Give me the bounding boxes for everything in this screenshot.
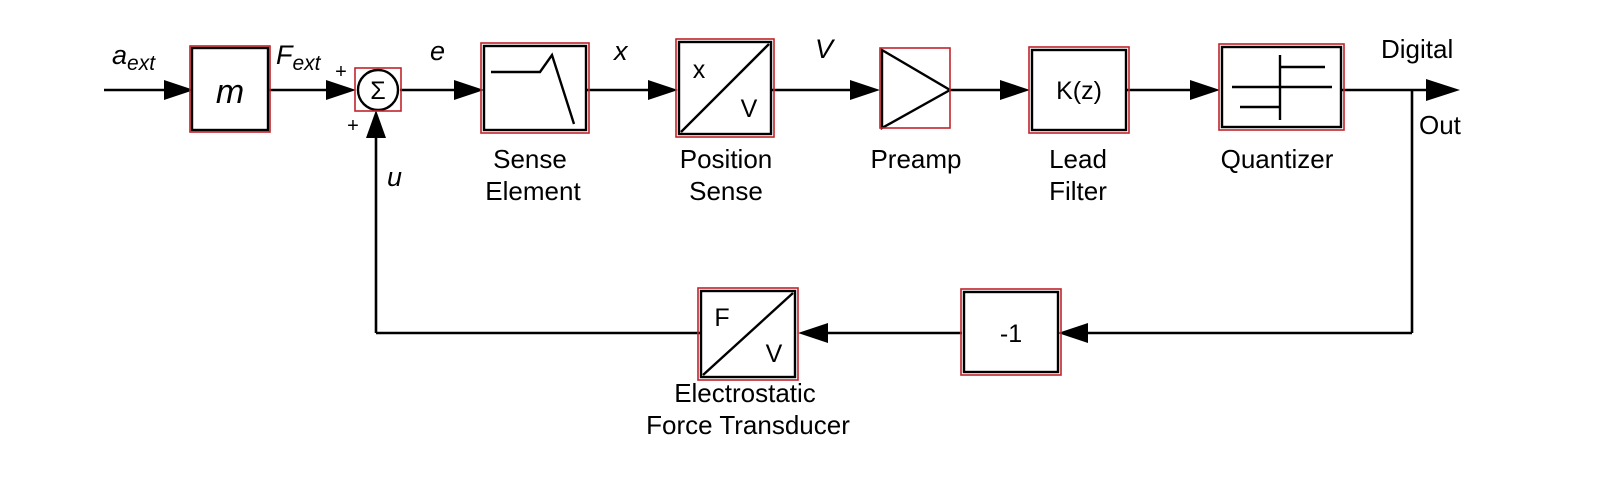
mass-symbol: m (216, 73, 244, 111)
arrow-into-force-transducer (798, 323, 828, 343)
sum-plus-bottom: + (347, 115, 359, 137)
signal-v: V (815, 34, 836, 64)
sum-plus-top: + (335, 61, 347, 83)
arrow-into-quantizer (1190, 80, 1220, 100)
sense-element-label-1: Sense (493, 144, 567, 174)
signal-a-ext: aext (112, 40, 156, 75)
digital-out-label-1: Digital (1381, 34, 1453, 64)
arrow-into-mass (164, 80, 194, 100)
force-transducer-top-symbol: F (714, 304, 729, 332)
position-sense-label-1: Position (680, 144, 773, 174)
lead-filter-label-2: Filter (1049, 176, 1107, 206)
arrow-into-sense-element (454, 80, 484, 100)
position-sense-top-symbol: x (693, 56, 706, 84)
mass-block: m (189, 45, 271, 133)
arrow-into-position-sense (648, 80, 678, 100)
sigma-symbol: Σ (370, 77, 385, 105)
position-sense-label-2: Sense (689, 176, 763, 206)
sense-element-block (480, 42, 590, 134)
summing-junction: Σ + + (335, 61, 402, 137)
quantizer-label: Quantizer (1221, 144, 1334, 174)
arrow-into-lead-filter (1000, 80, 1030, 100)
lead-filter-block: K(z) (1028, 46, 1130, 134)
arrow-into-preamp (850, 80, 880, 100)
arrow-into-sum (326, 80, 356, 100)
quantizer-block (1218, 43, 1345, 131)
inverter-block: -1 (960, 288, 1062, 376)
arrow-into-sum-feedback (366, 110, 386, 138)
sense-element-label-2: Element (485, 176, 581, 206)
inverter-symbol: -1 (1000, 320, 1022, 348)
signal-x: x (612, 36, 629, 66)
force-transducer-label-2: Force Transducer (646, 410, 850, 440)
signal-e: e (430, 36, 445, 66)
force-transducer-block: F V (697, 287, 799, 381)
signal-f-ext: Fext (276, 40, 322, 75)
quantizer-staircase-icon (1232, 55, 1332, 120)
sense-element-response-icon (491, 52, 576, 125)
preamp-label: Preamp (870, 144, 961, 174)
arrow-into-inverter (1058, 323, 1088, 343)
preamp-block (879, 47, 953, 131)
position-sense-bottom-symbol: V (741, 95, 758, 123)
digital-out-label-2: Out (1419, 110, 1462, 140)
lead-filter-symbol: K(z) (1056, 77, 1102, 105)
position-sense-block: x V (675, 38, 775, 138)
signal-u: u (387, 162, 402, 192)
lead-filter-label-1: Lead (1049, 144, 1107, 174)
arrow-digital-out (1426, 79, 1460, 101)
force-transducer-label-1: Electrostatic (674, 378, 816, 408)
force-transducer-bottom-symbol: V (766, 340, 783, 368)
